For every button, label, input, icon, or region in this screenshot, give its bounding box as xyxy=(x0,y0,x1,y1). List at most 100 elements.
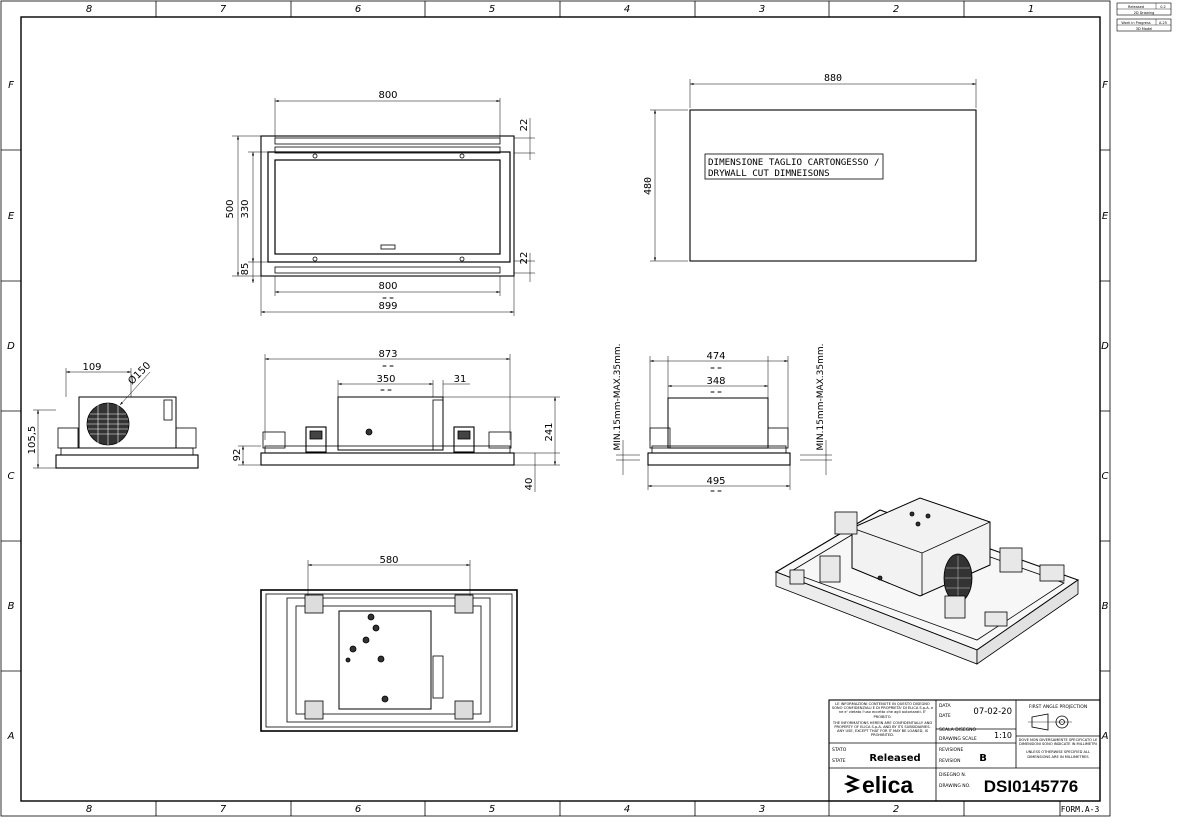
svg-text:= =: = = xyxy=(382,295,394,302)
row-label-b: B xyxy=(8,601,15,612)
drywall-cutout xyxy=(650,79,977,262)
col-label-2-bottom: 2 xyxy=(893,804,899,815)
col-label-6-bottom: 6 xyxy=(355,804,361,815)
data-label: DATA xyxy=(939,703,952,709)
row-label-c: C xyxy=(8,471,15,482)
note-thickness-right: MIN.15mm-MAX.35mm. xyxy=(816,343,826,450)
drawing-label: DRAWING NO. xyxy=(939,783,970,789)
rev-num-2: A.25 xyxy=(1159,21,1167,25)
grid-labels: 8 7 6 5 4 3 2 1 8 7 6 5 4 3 2 F E D C B … xyxy=(7,4,1110,815)
col-label-1: 1 xyxy=(1028,4,1034,15)
thickness-marker-left xyxy=(616,440,640,475)
dim-348: 348 xyxy=(706,376,725,387)
col-label-5-bottom: 5 xyxy=(489,804,495,815)
tolerance-ticks: = = = = = = = = = = = = xyxy=(380,295,722,495)
revision-table: Released 0.2 2D Drawing Work in Progress… xyxy=(1116,2,1172,32)
row-label-d: D xyxy=(7,341,15,352)
top-view xyxy=(232,98,535,316)
dims-note-en: UNLESS OTHERWISE SPECIFIED ALL DIMENSION… xyxy=(1025,750,1090,759)
stato-label: STATO xyxy=(832,747,847,753)
rev-num-1: 0.2 xyxy=(1160,5,1166,9)
dim-22-top: 22 xyxy=(519,119,530,132)
cutout-width: 880 xyxy=(824,73,842,84)
svg-text:= =: = = xyxy=(710,389,722,396)
svg-text:= =: = = xyxy=(380,387,392,394)
projection-label: FIRST ANGLE PROJECTION xyxy=(1029,704,1087,710)
row-label-a: A xyxy=(7,731,15,742)
state-value: Released xyxy=(869,753,920,764)
confidential-note-en: THE INFORMATIONS HEREIN ARE CONFIDENTIAL… xyxy=(832,720,933,738)
state-label: STATE xyxy=(832,758,846,764)
col-label-3-bottom: 3 xyxy=(759,804,765,815)
col-label-2: 2 xyxy=(893,4,899,15)
dim-500: 500 xyxy=(225,199,236,218)
scale-label: DRAWING SCALE xyxy=(939,736,977,742)
row-label-e: E xyxy=(8,211,15,222)
svg-text:= =: = = xyxy=(382,363,394,370)
logo-text: elica xyxy=(862,772,913,798)
front-view xyxy=(238,354,560,492)
scala-label: SCALA DISEGNO xyxy=(939,727,977,733)
isometric-view xyxy=(774,497,1080,665)
dims-note-it: DOVE NON DIVERSAMENTE SPECIFICATO LE DIM… xyxy=(1018,738,1098,747)
confidential-note-it: LE INFORMAZIONI CONTENUTE IN QUESTO DISE… xyxy=(831,702,934,719)
dim-495: 495 xyxy=(706,476,725,487)
elica-logo: elica xyxy=(843,772,913,798)
dim-350: 350 xyxy=(376,374,395,385)
end-view xyxy=(647,356,832,490)
revisione-label: REVISIONE xyxy=(939,747,963,753)
dim-40: 40 xyxy=(524,478,535,491)
col-label-4-bottom: 4 xyxy=(624,804,630,815)
dim-92: 92 xyxy=(232,449,243,462)
row-label-b-right: B xyxy=(1102,601,1109,612)
rev-desc-1: 2D Drawing xyxy=(1134,11,1155,15)
col-label-7: 7 xyxy=(220,4,227,15)
row-label-f: F xyxy=(8,80,14,91)
rev-status-2: Work in Progress xyxy=(1121,21,1150,25)
sheet-frame xyxy=(0,0,1111,817)
svg-text:= =: = = xyxy=(710,488,722,495)
dim-580: 580 xyxy=(379,555,398,566)
col-label-8: 8 xyxy=(86,4,92,15)
side-view xyxy=(33,368,199,469)
dim-330: 330 xyxy=(240,199,251,218)
dim-873: 873 xyxy=(378,349,397,360)
note-thickness-left: MIN.15mm-MAX.35mm. xyxy=(613,343,623,450)
drawing-number: DSI0145776 xyxy=(984,777,1079,796)
revision-value: B xyxy=(979,753,987,764)
date-label: DATE xyxy=(939,713,951,719)
row-label-e-right: E xyxy=(1102,211,1109,222)
row-label-d-right: D xyxy=(1101,341,1109,352)
col-label-5: 5 xyxy=(489,4,495,15)
svg-text:= =: = = xyxy=(710,365,722,372)
dim-241: 241 xyxy=(544,422,555,441)
dim-474: 474 xyxy=(706,351,725,362)
cutout-note-line2: DRYWALL CUT DIMNEISONS xyxy=(708,168,830,179)
col-label-4: 4 xyxy=(624,4,630,15)
date-value: 07-02-20 xyxy=(973,707,1012,717)
dim-bottom-800: 800 xyxy=(378,281,397,292)
col-label-6: 6 xyxy=(355,4,361,15)
revision-label: REVISION xyxy=(939,758,960,764)
col-label-3: 3 xyxy=(759,4,765,15)
cutout-height: 480 xyxy=(643,177,654,195)
dim-22-bottom: 22 xyxy=(519,252,530,265)
row-label-a-right: A xyxy=(1101,731,1109,742)
row-label-c-right: C xyxy=(1102,471,1109,482)
col-label-8-bottom: 8 xyxy=(86,804,92,815)
form-label: FORM.A-3 xyxy=(1061,805,1100,814)
dim-109: 109 xyxy=(82,362,101,373)
dim-31: 31 xyxy=(454,374,467,385)
disegno-label: DISEGNO N. xyxy=(939,772,966,778)
rev-desc-2: 3D Model xyxy=(1136,27,1153,31)
dim-85: 85 xyxy=(240,263,251,276)
bottom-view xyxy=(260,560,518,732)
dim-top-800: 800 xyxy=(378,90,397,101)
dim-105-5: 105,5 xyxy=(27,426,38,455)
rev-status-1: Released xyxy=(1128,5,1144,9)
cutout-note-line1: DIMENSIONE TAGLIO CARTONGESSO / xyxy=(708,157,879,168)
scale-value: 1:10 xyxy=(994,731,1012,740)
row-label-f-right: F xyxy=(1102,80,1108,91)
col-label-7-bottom: 7 xyxy=(220,804,227,815)
